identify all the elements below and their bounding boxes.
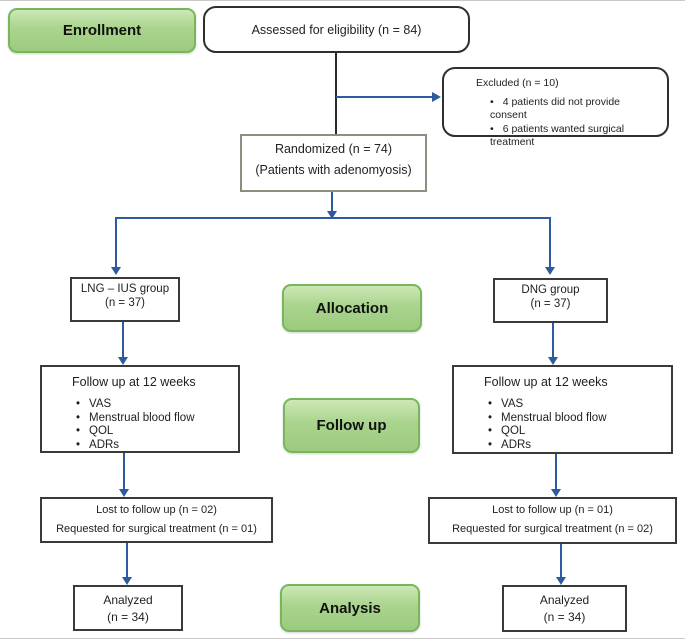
bullet-item: 4 patients did not provide consent [490,96,659,122]
followup-left-bullet-list: VAS Menstrual blood flow QOL ADRs [42,398,238,452]
connector-lost-left-to-analyzed [126,543,128,577]
bullet-item: VAS [488,398,671,412]
stage-label-followup: Follow up [283,398,420,453]
followup-left-box: Follow up at 12 weeks VAS Menstrual bloo… [40,365,240,453]
analyzed-left-line2: (n = 34) [107,610,149,624]
randomized-box: Randomized (n = 74) (Patients with adeno… [240,134,427,192]
dng-group-line2: (n = 37) [530,298,571,310]
connector-followup-left-to-lost [123,453,125,489]
lost-right-line2: Requested for surgical treatment (n = 02… [452,523,653,535]
arrowhead-down-icon [327,211,337,219]
bullet-item: Menstrual blood flow [76,412,238,426]
connector-lng-to-followup [122,322,124,357]
dng-group-box: DNG group (n = 37) [493,278,608,323]
randomized-line1: Randomized (n = 74) [274,142,393,156]
analyzed-right-line1: Analyzed [539,593,590,607]
bullet-item: QOL [76,425,238,439]
analyzed-left-box: Analyzed (n = 34) [73,585,183,631]
lost-left-line1: Lost to follow up (n = 02) [96,504,217,516]
lost-right-line1: Lost to follow up (n = 01) [492,504,613,516]
arrowhead-down-icon [111,267,121,275]
lost-left-line2: Requested for surgical treatment (n = 01… [56,523,257,535]
excluded-title: Excluded (n = 10) [476,77,559,89]
stage-label-analysis: Analysis [280,584,420,632]
arrowhead-down-icon [122,577,132,585]
connector-lost-right-to-analyzed [560,544,562,577]
stage-label-enrollment: Enrollment [8,8,196,53]
assessed-eligibility-box: Assessed for eligibility (n = 84) [203,6,470,53]
arrowhead-right-icon [432,92,441,102]
connector-followup-right-to-lost [555,454,557,489]
connector-dng-to-followup [552,323,554,357]
lost-left-box: Lost to follow up (n = 02) Requested for… [40,497,273,543]
bullet-item: ADRs [76,439,238,453]
arrowhead-down-icon [119,489,129,497]
bullet-item: VAS [76,398,238,412]
arrowhead-down-icon [545,267,555,275]
connector-split-to-lng [115,217,117,267]
assessed-eligibility-text: Assessed for eligibility (n = 84) [251,22,422,37]
bullet-item: 6 patients wanted surgical treatment [490,123,659,149]
bullet-item: Menstrual blood flow [488,412,671,426]
bullet-item: ADRs [488,439,671,453]
bullet-item: QOL [488,425,671,439]
analyzed-right-box: Analyzed (n = 34) [502,585,627,632]
stage-label-allocation: Allocation [282,284,422,332]
analyzed-left-line1: Analyzed [103,593,153,607]
connector-split-to-dng [549,217,551,267]
followup-left-title: Follow up at 12 weeks [72,375,196,389]
randomized-line2: (Patients with adenomyosis) [255,163,412,177]
arrowhead-down-icon [118,357,128,365]
excluded-box: Excluded (n = 10) 4 patients did not pro… [442,67,669,148]
lost-right-box: Lost to follow up (n = 01) Requested for… [428,497,677,544]
analyzed-right-line2: (n = 34) [543,610,586,624]
split-horizontal-line [115,217,551,219]
arrowhead-down-icon [556,577,566,585]
excluded-bullet-list: 4 patients did not provide consent 6 pat… [476,96,659,149]
dng-group-line1: DNG group [521,284,580,296]
lng-group-line1: LNG – IUS group [80,283,170,295]
lng-ius-group-box: LNG – IUS group (n = 37) [70,277,180,322]
connector-to-excluded [336,96,432,98]
arrowhead-down-icon [548,357,558,365]
followup-right-bullet-list: VAS Menstrual blood flow QOL ADRs [454,398,671,452]
connector-randomized-to-split [331,192,333,211]
lng-group-line2: (n = 37) [105,297,145,309]
arrowhead-down-icon [551,489,561,497]
connector-assessed-to-randomized [335,53,337,134]
followup-right-box: Follow up at 12 weeks VAS Menstrual bloo… [452,365,673,454]
followup-right-title: Follow up at 12 weeks [484,375,608,389]
